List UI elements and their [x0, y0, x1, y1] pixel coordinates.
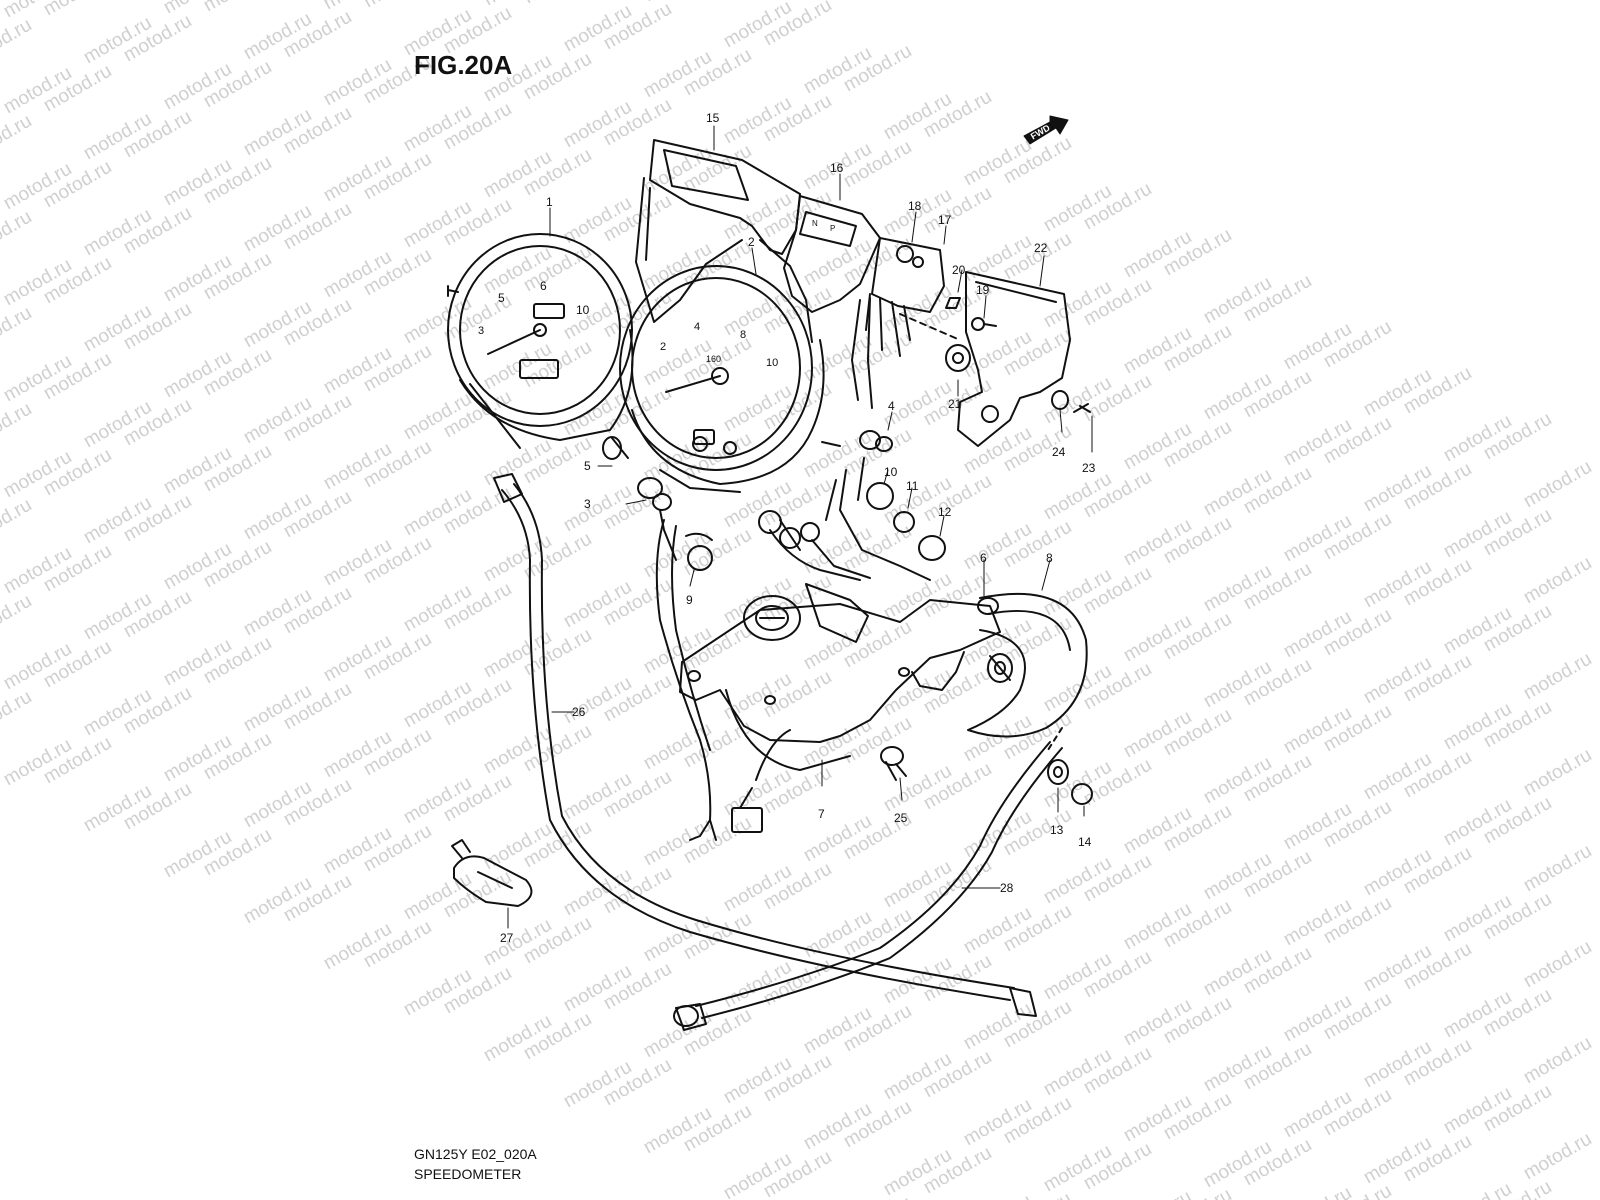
meter-bracket-part7	[679, 583, 1001, 771]
callout-1: 1	[546, 195, 553, 209]
callout-18: 18	[908, 199, 922, 213]
svg-text:N: N	[812, 219, 818, 228]
callout-28: 28	[1000, 881, 1014, 895]
callout-22: 22	[1034, 241, 1048, 255]
speedometer-part2: 2 4 8 10 160	[619, 265, 841, 493]
callout-11: 11	[906, 479, 919, 493]
svg-text:160: 160	[706, 354, 721, 364]
callout-8: 8	[1046, 551, 1053, 565]
svg-text:10: 10	[576, 303, 590, 317]
fasteners-19-20-21-23-24	[899, 297, 1091, 413]
forward-arrow-icon	[1023, 115, 1069, 145]
callout-20: 20	[952, 263, 966, 277]
svg-text:P: P	[830, 224, 835, 233]
callout-19: 19	[976, 283, 990, 297]
callout-16: 16	[830, 161, 844, 175]
washer-nut-13-14	[1047, 727, 1093, 805]
callout-13: 13	[1050, 823, 1064, 837]
callout-14: 14	[1078, 835, 1092, 849]
leader-lines	[507, 125, 1093, 929]
callout-6: 6	[980, 551, 987, 565]
bolt-part25	[880, 746, 907, 781]
housing-cup-part8	[967, 592, 1088, 738]
tachometer-part1: 5 6 10 3	[447, 233, 634, 449]
bulb-sockets-4-10-11-12	[825, 430, 946, 581]
svg-text:5: 5	[498, 291, 505, 305]
callout-4: 4	[888, 399, 895, 413]
callout-3: 3	[584, 497, 591, 511]
wiring-harness	[655, 510, 871, 841]
side-cover-part22	[957, 271, 1071, 447]
bulb-socket-3-5-9	[602, 436, 713, 571]
callout-7: 7	[818, 807, 825, 821]
svg-text:4: 4	[694, 321, 700, 333]
svg-text:8: 8	[740, 329, 746, 341]
indicator-bracket-part17	[851, 237, 945, 409]
indicator-housing-part16: N P	[783, 195, 881, 313]
callout-26: 26	[572, 705, 586, 719]
callout-21: 21	[948, 397, 962, 411]
svg-text:2: 2	[660, 341, 666, 353]
callout-25: 25	[894, 811, 908, 825]
callout-2: 2	[748, 235, 755, 249]
callout-9: 9	[686, 593, 693, 607]
callout-24: 24	[1052, 445, 1066, 459]
figure-code: GN125Y E02_020A	[414, 1146, 537, 1162]
figure-title: FIG.20A	[414, 50, 513, 80]
meter-visor-part15	[635, 139, 813, 343]
svg-text:6: 6	[540, 279, 547, 293]
callout-23: 23	[1082, 461, 1096, 475]
callout-17: 17	[938, 213, 952, 227]
callout-15: 15	[706, 111, 720, 125]
figure-name: SPEEDOMETER	[414, 1166, 522, 1182]
grommet-part27	[451, 839, 533, 907]
svg-text:10: 10	[766, 357, 778, 369]
callout-10: 10	[884, 465, 898, 479]
callout-12: 12	[938, 505, 952, 519]
speedometer-cable-part28	[673, 741, 1063, 1031]
svg-text:3: 3	[478, 325, 484, 337]
cushion-part6	[977, 597, 999, 615]
callout-27: 27	[500, 931, 514, 945]
callout-5: 5	[584, 459, 591, 473]
tachometer-cable-part26	[493, 473, 1037, 1017]
